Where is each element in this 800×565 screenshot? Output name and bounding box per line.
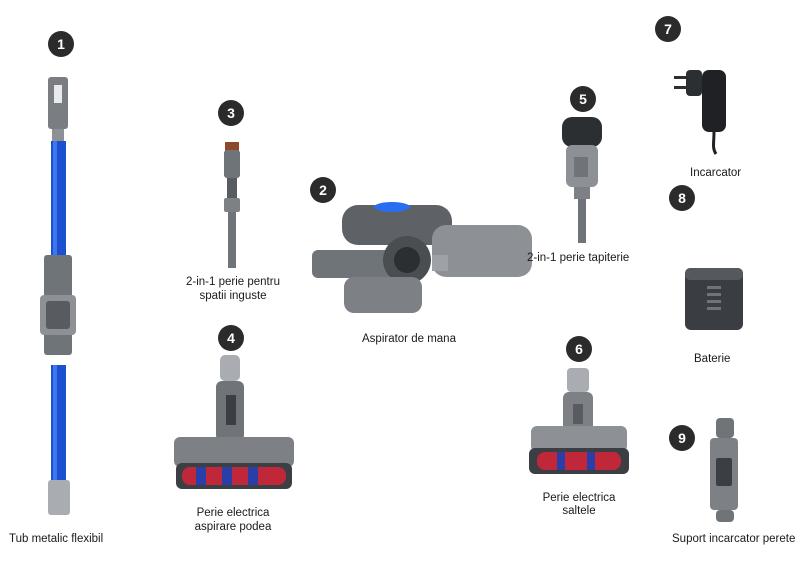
label-4-line1: Perie electrica [196,507,270,519]
badge-9: 9 [669,425,695,451]
badge-2: 2 [310,177,336,203]
handheld-vacuum-icon [312,202,532,313]
label-6-line2: saltele [562,505,596,517]
crevice-brush-icon [224,142,240,268]
badge-8: 8 [669,185,695,211]
battery-icon [685,268,743,330]
badge-3: 3 [218,100,244,126]
label-9: Suport incarcator perete [672,533,796,545]
label-4-line2: aspirare podea [194,521,272,533]
floor-brush-icon [174,355,294,489]
badge-4: 4 [218,325,244,351]
badge-7: 7 [655,16,681,42]
upholstery-brush-icon [562,117,602,243]
label-1: Tub metalic flexibil [9,533,104,545]
label-8: Baterie [694,353,731,365]
label-2: Aspirator de mana [362,333,456,345]
badge-6: 6 [566,336,592,362]
label-7: Incarcator [690,167,742,179]
badge-5: 5 [570,86,596,112]
wall-mount-icon [710,418,738,522]
badge-1: 1 [48,31,74,57]
label-3-line1: 2-in-1 perie pentru [186,276,280,288]
label-6-line1: Perie electrica [542,492,616,504]
label-5: 2-in-1 perie tapiterie [527,252,630,264]
mattress-brush-icon [529,368,629,474]
metal-tube-icon [40,77,76,515]
charger-icon [674,70,726,155]
label-3-line2: spatii inguste [199,290,267,302]
